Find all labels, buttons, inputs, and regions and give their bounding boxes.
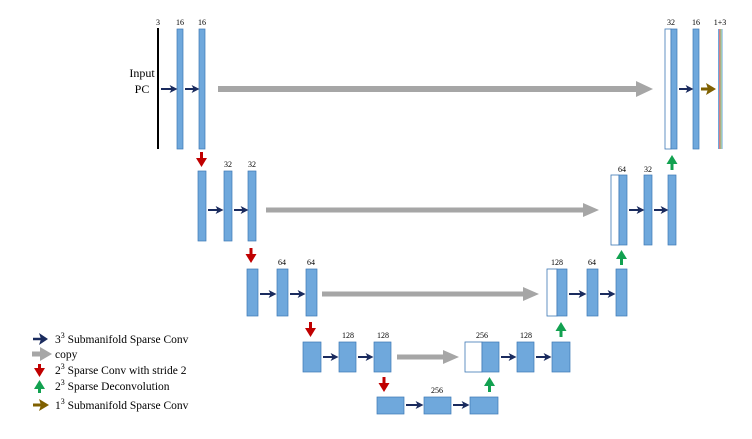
channel-label: 64 <box>588 258 596 267</box>
legend-upsample-icon <box>34 380 45 393</box>
feature-block <box>481 341 500 373</box>
upsample-arrow <box>666 155 678 170</box>
copied-feature-block <box>546 268 558 317</box>
channel-label: 128 <box>377 331 389 340</box>
upsample-arrow <box>616 250 627 265</box>
feature-block <box>586 268 599 317</box>
channel-label: 16 <box>176 18 184 27</box>
legend-item-submanifold: 33 Submanifold Sparse Conv <box>55 331 189 346</box>
feature-block <box>276 268 289 317</box>
input-label-line2: PC <box>135 82 150 96</box>
feature-block <box>670 28 678 150</box>
feature-block <box>373 341 392 373</box>
channel-label: 128 <box>342 331 354 340</box>
feature-block <box>176 28 184 150</box>
copied-feature-block <box>610 174 620 246</box>
feature-block <box>615 268 628 317</box>
legend-submanifold-icon <box>33 333 48 345</box>
output-stripe-lightblue <box>721 29 723 149</box>
downsample-arrow <box>378 377 390 392</box>
feature-block <box>305 268 318 317</box>
feature-block <box>643 174 653 246</box>
downsample-arrow <box>196 152 207 167</box>
downsample-arrow <box>245 248 257 263</box>
feature-block <box>376 396 405 415</box>
legend-item-copy: copy <box>55 349 78 361</box>
legend-item-final-conv: 13 Submanifold Sparse Conv <box>55 397 189 412</box>
downsample-arrow <box>305 322 316 337</box>
feature-block <box>247 170 257 242</box>
legend: 33 Submanifold Sparse Conv copy 23 Spars… <box>32 331 189 412</box>
feature-block <box>198 28 206 150</box>
output-stripe-blue <box>718 29 720 149</box>
copy-arrow <box>218 81 653 97</box>
channel-label: 128 <box>520 331 532 340</box>
channel-label: 32 <box>248 160 256 169</box>
channel-label: 32 <box>667 18 675 27</box>
feature-block <box>197 170 207 242</box>
copied-feature-block <box>464 341 483 373</box>
copy-arrow <box>397 350 459 364</box>
feature-block <box>469 396 499 415</box>
channel-label: 32 <box>224 160 232 169</box>
channel-label: 16 <box>692 18 700 27</box>
copied-feature-block <box>664 28 672 150</box>
feature-block <box>618 174 628 246</box>
channel-label: 16 <box>198 18 206 27</box>
channel-label: 64 <box>618 165 626 174</box>
feature-block <box>246 268 259 317</box>
feature-block <box>223 170 233 242</box>
legend-item-upsample: 23 Sparse Deconvolution <box>55 378 170 393</box>
input-label-line1: Input <box>129 66 155 80</box>
legend-item-downsample: 23 Sparse Conv with stride 2 <box>55 362 187 377</box>
channel-label: 256 <box>431 386 443 395</box>
feature-block <box>516 341 535 373</box>
legend-copy-icon <box>32 347 52 361</box>
output-stripe-green <box>720 29 722 149</box>
channel-label: 32 <box>644 165 652 174</box>
channel-label: 64 <box>307 258 315 267</box>
upsample-arrow <box>484 377 495 392</box>
upsample-arrow <box>555 322 567 337</box>
feature-block <box>551 341 571 373</box>
feature-block <box>692 28 700 150</box>
input-point-cloud <box>157 28 159 149</box>
legend-final-conv-icon <box>33 399 49 411</box>
copy-arrow <box>322 287 539 301</box>
channel-label: 64 <box>278 258 286 267</box>
feature-block <box>338 341 357 373</box>
copy-arrow <box>266 203 599 217</box>
channel-label: 256 <box>476 331 488 340</box>
legend-downsample-icon <box>34 364 45 377</box>
channel-label: 3 <box>156 18 160 27</box>
channel-label: 1+3 <box>714 18 727 27</box>
feature-block <box>302 341 322 373</box>
feature-block <box>556 268 568 317</box>
output-stripe-red <box>719 29 721 149</box>
channel-label: 128 <box>551 258 563 267</box>
feature-block <box>423 396 452 415</box>
final-conv-arrow <box>701 83 716 95</box>
feature-block <box>667 174 677 246</box>
